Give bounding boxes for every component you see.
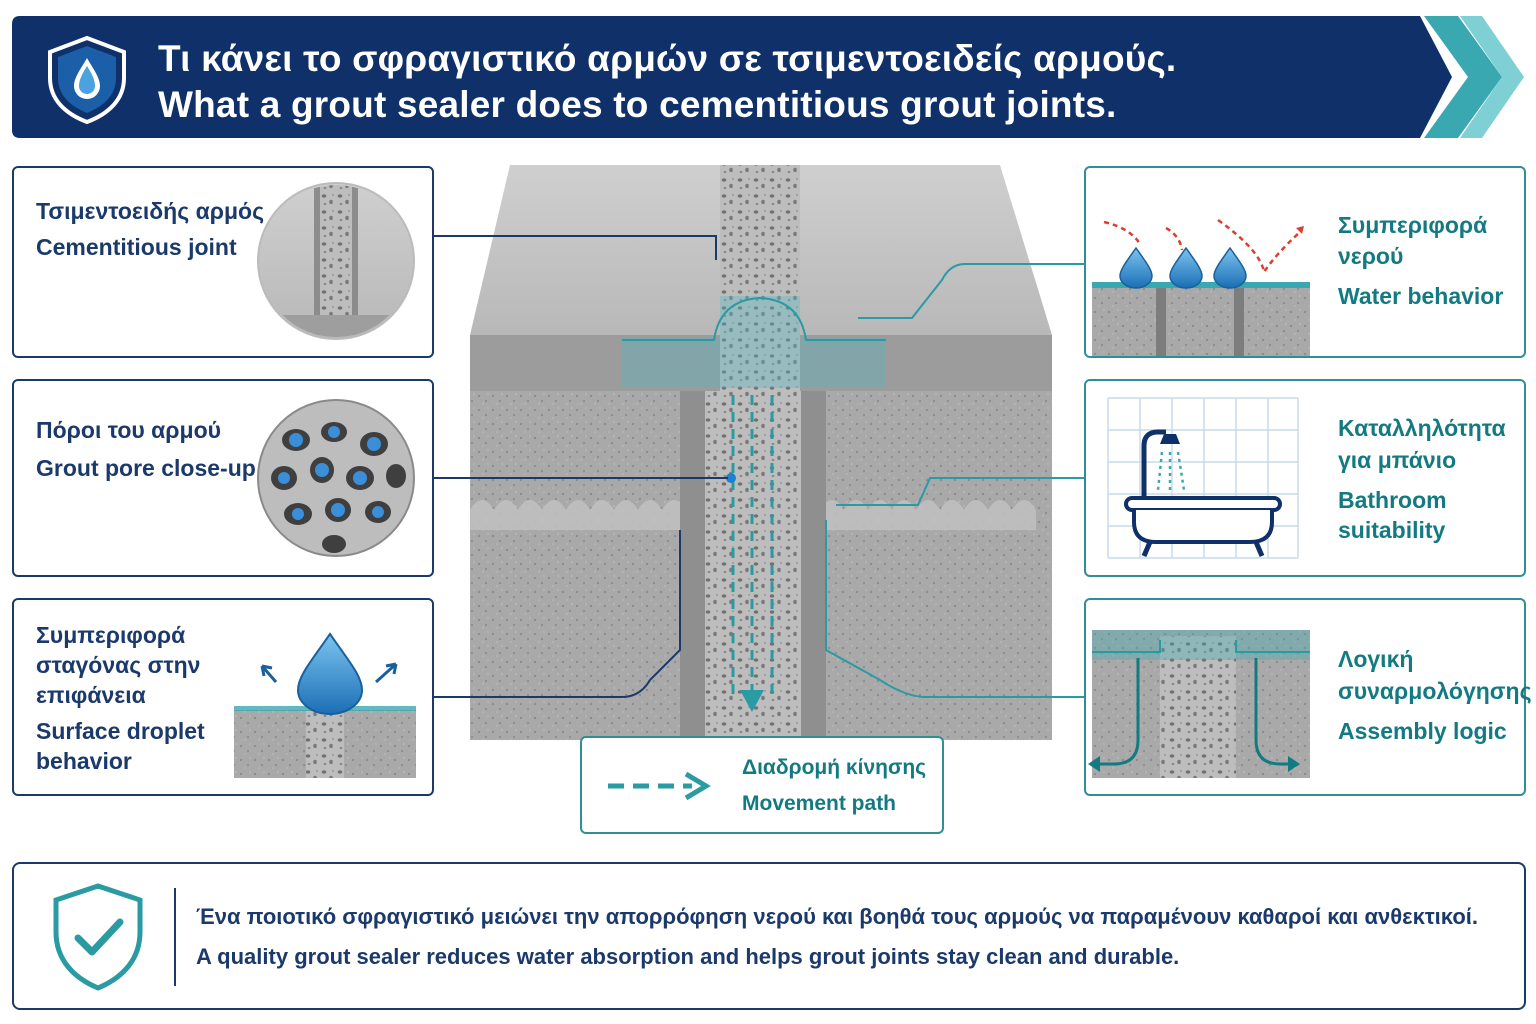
header-title-english: What a grout sealer does to cementitious… bbox=[158, 84, 1117, 125]
label-bathroom-english-1: Bathroom bbox=[1338, 487, 1447, 513]
card-assembly-logic: Λογική συναρμολόγησης Assembly logic bbox=[1084, 598, 1532, 796]
grout-strip bbox=[720, 165, 800, 391]
label-grout-pore-english: Grout pore close-up bbox=[36, 455, 256, 481]
footer-text-greek: Ένα ποιοτικό σφραγιστικό μειώνει την απο… bbox=[196, 904, 1478, 929]
label-water-greek-1: Συμπεριφορά bbox=[1338, 212, 1488, 238]
label-droplet-greek-2: σταγόνας στην bbox=[36, 652, 201, 678]
legend-movement-path: Διαδρομή κίνησης Movement path bbox=[580, 736, 944, 834]
label-droplet-english-1: Surface droplet bbox=[36, 718, 205, 744]
dashed-arrow-icon bbox=[608, 771, 711, 801]
label-assembly-greek-2: συναρμολόγησης bbox=[1338, 678, 1532, 704]
header-banner: Τι κάνει το σφραγιστικό αρμών σε τσιμεντ… bbox=[12, 16, 1452, 138]
label-droplet-english-2: behavior bbox=[36, 748, 132, 774]
tile-top-right bbox=[800, 165, 1052, 335]
card-bathroom-suitability: Καταλληλότητα για μπάνιο Bathroom suitab… bbox=[1084, 379, 1526, 577]
card-water-behavior: Συμπεριφορά νερού Water behavior bbox=[1084, 166, 1526, 358]
label-cementitious-joint-greek: Τσιμεντοειδής αρμός bbox=[36, 198, 265, 224]
label-grout-pore-greek: Πόροι του αρμού bbox=[36, 417, 222, 443]
tile-top-left bbox=[470, 165, 720, 335]
label-water-english: Water behavior bbox=[1338, 283, 1504, 309]
card-grout-pore: Πόροι του αρμού Grout pore close-up bbox=[12, 379, 434, 577]
label-assembly-english: Assembly logic bbox=[1338, 718, 1507, 744]
label-bathroom-greek-1: Καταλληλότητα bbox=[1338, 415, 1506, 441]
legend-label-greek: Διαδρομή κίνησης bbox=[742, 756, 927, 779]
footer-text-english: A quality grout sealer reduces water abs… bbox=[196, 944, 1180, 969]
label-bathroom-greek-2: για μπάνιο bbox=[1338, 447, 1457, 473]
label-bathroom-english-2: suitability bbox=[1338, 517, 1446, 543]
shield-check-icon bbox=[53, 883, 143, 991]
header-title-greek: Τι κάνει το σφραγιστικό αρμών σε τσιμεντ… bbox=[158, 38, 1177, 79]
block-right bbox=[820, 391, 1052, 740]
shield-water-drop-icon bbox=[48, 35, 126, 124]
chevron-right-icon bbox=[1424, 16, 1524, 138]
grout-column bbox=[705, 391, 801, 740]
label-cementitious-joint-english: Cementitious joint bbox=[36, 234, 237, 260]
sealer-film bbox=[622, 296, 886, 388]
card-surface-droplet: Συμπεριφορά σταγόνας στην επιφάνεια Surf… bbox=[12, 598, 434, 796]
label-assembly-greek-1: Λογική bbox=[1338, 646, 1414, 672]
label-droplet-greek-3: επιφάνεια bbox=[36, 682, 146, 708]
header-background bbox=[12, 16, 1452, 138]
footer-summary: Ένα ποιοτικό σφραγιστικό μειώνει την απο… bbox=[12, 862, 1526, 1010]
legend-label-english: Movement path bbox=[742, 792, 897, 815]
label-droplet-greek-1: Συμπεριφορά bbox=[36, 622, 186, 648]
card-cementitious-joint: Τσιμεντοειδής αρμός Cementitious joint bbox=[12, 166, 434, 358]
label-water-greek-2: νερού bbox=[1338, 243, 1404, 269]
footer-divider bbox=[174, 888, 176, 986]
block-left bbox=[470, 391, 700, 740]
